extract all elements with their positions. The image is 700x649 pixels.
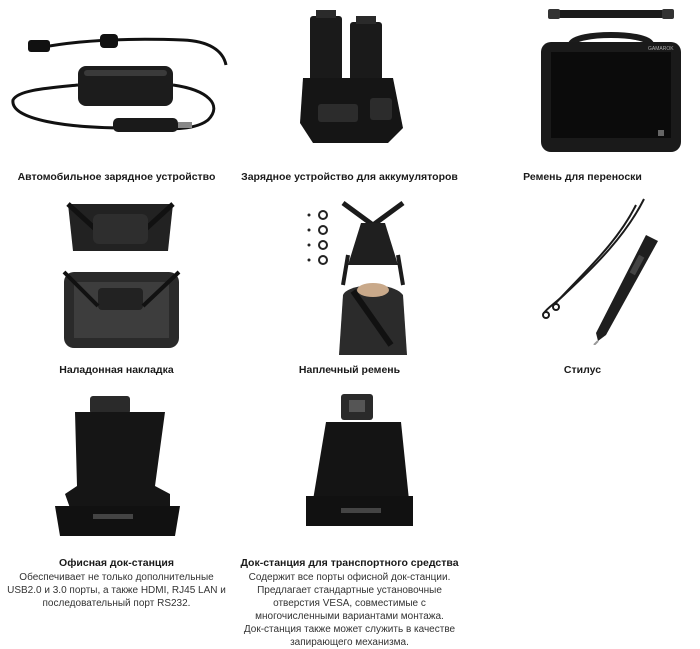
product-description: Обеспечивает не только дополнительные US… bbox=[0, 571, 233, 610]
product-office-dock: Офисная док-станция Обеспечивает не толь… bbox=[0, 380, 233, 649]
description-line: последовательный порт RS232. bbox=[42, 598, 191, 609]
tablet-handle-strap-icon: GAMAROK bbox=[541, 9, 681, 152]
battery-charger-icon bbox=[300, 10, 403, 143]
description-line: многочисленными вариантами монтажа. bbox=[255, 611, 444, 622]
description-line: USB2.0 и 3.0 порты, а также HDMI, RJ45 L… bbox=[7, 585, 226, 596]
svg-text:GAMAROK: GAMAROK bbox=[648, 46, 674, 52]
description-line: Содержит все порты офисной док-станции. bbox=[248, 572, 451, 583]
car-charger-icon bbox=[11, 34, 228, 132]
product-shoulder-strap: Наплечный ремень bbox=[233, 190, 466, 380]
description-line: отверстия VESA, совместимые с bbox=[273, 598, 426, 609]
product-title: Автомобильное зарядное устройство bbox=[17, 171, 216, 183]
product-description: Содержит все порты офисной док-станции. … bbox=[233, 571, 466, 649]
stylus-icon bbox=[542, 198, 658, 345]
product-battery-charger: Зарядное устройство для аккумуляторов bbox=[233, 0, 466, 190]
shoulder-strap-icon bbox=[307, 200, 407, 355]
office-dock-icon bbox=[55, 396, 180, 536]
product-title: Ремень для переноски bbox=[523, 171, 642, 183]
description-line: Обеспечивает не только дополнительные bbox=[19, 572, 214, 583]
product-title: Стилус bbox=[563, 364, 602, 376]
hand-strap-icon bbox=[62, 202, 181, 348]
description-line: Док-станция также может служить в качест… bbox=[243, 624, 456, 635]
product-car-charger: Автомобильное зарядное устройство bbox=[0, 0, 233, 190]
product-title: Зарядное устройство для аккумуляторов bbox=[241, 171, 458, 183]
vehicle-dock-icon bbox=[306, 394, 413, 526]
product-stylus: Стилус bbox=[466, 190, 699, 380]
product-title: Док-станция для транспортного средства bbox=[240, 557, 459, 569]
description-line: запирающего механизма. bbox=[290, 637, 409, 648]
description-line: Предлагает стандартные установочные bbox=[257, 585, 442, 596]
product-hand-strap: Наладонная накладка bbox=[0, 190, 233, 380]
product-title: Офисная док-станция bbox=[59, 557, 174, 569]
product-handle-strap: GAMAROK Ремень для переноски bbox=[466, 0, 699, 190]
product-title: Наладонная накладка bbox=[59, 364, 174, 376]
product-title: Наплечный ремень bbox=[298, 364, 401, 376]
product-vehicle-dock: Док-станция для транспортного средства С… bbox=[233, 380, 466, 649]
